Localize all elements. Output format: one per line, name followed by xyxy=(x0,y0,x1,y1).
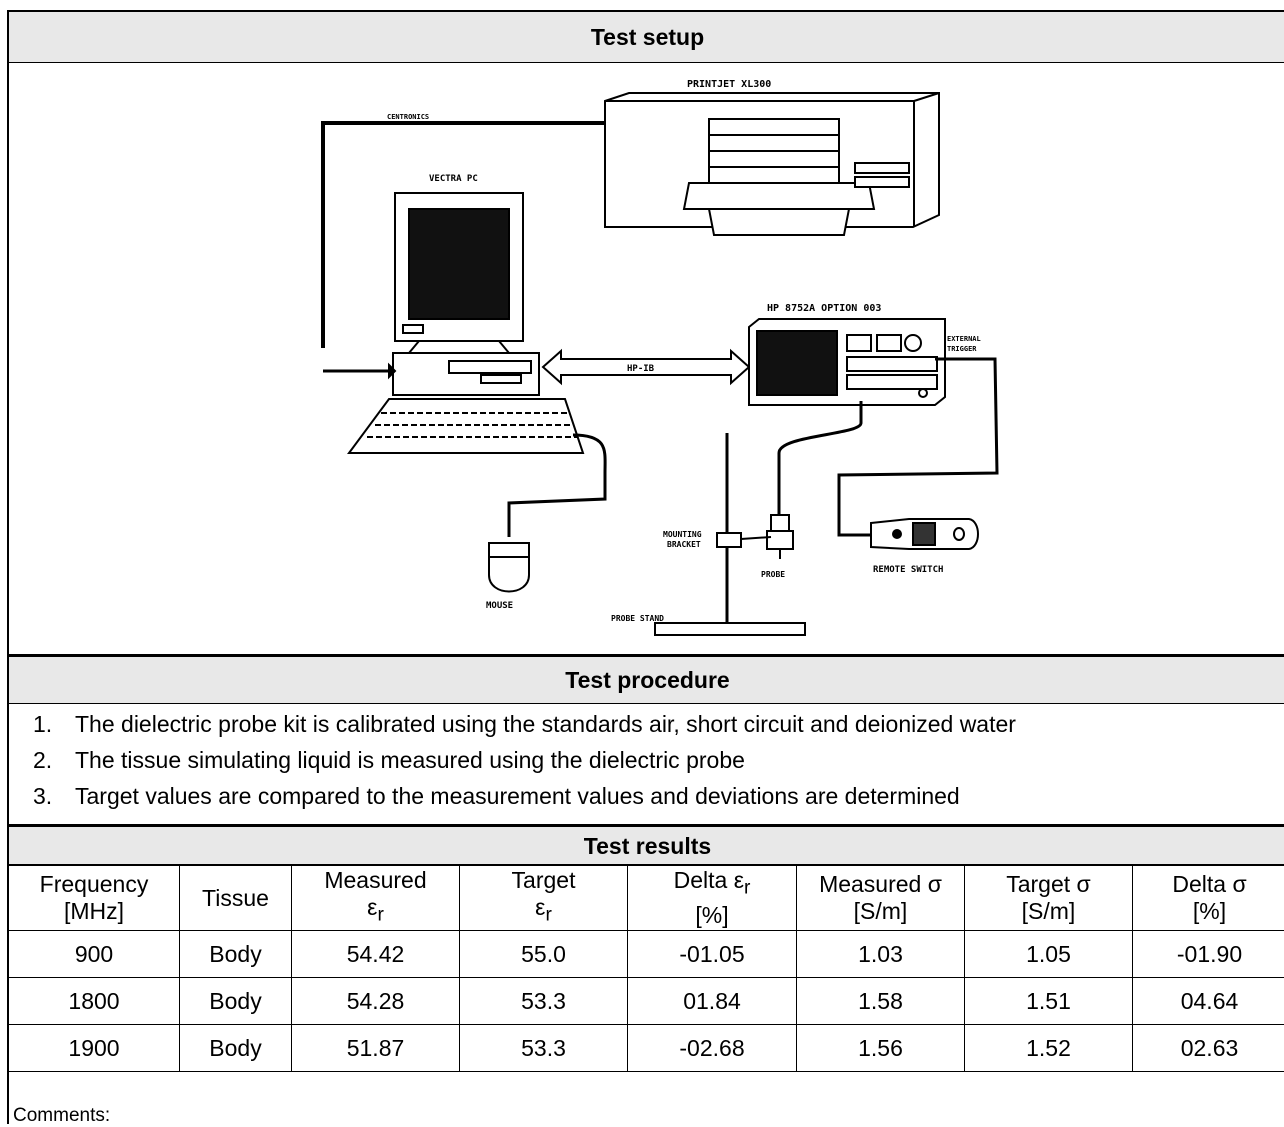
column-header-tissue: Tissue xyxy=(180,866,292,931)
test-setup-header: Test setup xyxy=(9,12,1284,63)
table-cell: 1.52 xyxy=(965,1025,1133,1072)
table-row: 900 Body 54.42 55.0 -01.05 1.03 1.05 -01… xyxy=(9,931,1284,978)
printer-label: PRINTJET XL300 xyxy=(687,79,771,90)
centronics-label: CENTRONICS xyxy=(387,113,429,121)
table-cell: 04.64 xyxy=(1133,978,1284,1025)
step-text: The dielectric probe kit is calibrated u… xyxy=(75,711,1016,737)
table-cell: 1.03 xyxy=(797,931,965,978)
probe-stand-label: PROBE STAND xyxy=(611,614,664,623)
table-cell: 01.84 xyxy=(628,978,797,1025)
remote-switch-icon xyxy=(871,519,978,549)
table-cell: Body xyxy=(180,931,292,978)
monitor-icon xyxy=(395,193,523,353)
step-text: The tissue simulating liquid is measured… xyxy=(75,747,745,773)
table-row: 1800 Body 54.28 53.3 01.84 1.58 1.51 04.… xyxy=(9,978,1284,1025)
test-procedure-title: Test procedure xyxy=(565,667,729,693)
table-cell: Body xyxy=(180,1025,292,1072)
step-number: 3. xyxy=(33,778,67,814)
table-cell: 51.87 xyxy=(292,1025,460,1072)
procedure-step: 2. The tissue simulating liquid is measu… xyxy=(75,742,745,778)
table-cell: 900 xyxy=(9,931,180,978)
table-cell: -02.68 xyxy=(628,1025,797,1072)
table-cell: -01.90 xyxy=(1133,931,1284,978)
analyzer-label: HP 8752A OPTION 003 xyxy=(767,303,881,314)
probe-label: PROBE xyxy=(761,570,785,579)
table-cell: 55.0 xyxy=(460,931,628,978)
trigger-label-1: EXTERNAL xyxy=(947,335,981,343)
table-row: 1900 Body 51.87 53.3 -02.68 1.56 1.52 02… xyxy=(9,1025,1284,1072)
table-cell: 54.42 xyxy=(292,931,460,978)
printer-icon xyxy=(605,93,939,235)
mouse-label: MOUSE xyxy=(486,601,513,611)
pc-unit-icon xyxy=(323,353,539,395)
table-cell: 02.63 xyxy=(1133,1025,1284,1072)
test-procedure-header: Test procedure xyxy=(9,657,1284,704)
remote-switch-label: REMOTE SWITCH xyxy=(873,565,943,575)
test-setup-title: Test setup xyxy=(591,24,704,50)
column-header-measured-sigma: Measured σ[S/m] xyxy=(797,866,965,931)
trigger-label-2: TRIGGER xyxy=(947,345,977,353)
column-header-delta-sigma: Delta σ[%] xyxy=(1133,866,1284,931)
procedure-step: 3. Target values are compared to the mea… xyxy=(75,778,960,814)
pc-label: VECTRA PC xyxy=(429,174,478,184)
test-results-title: Test results xyxy=(584,833,711,859)
procedure-step: 1. The dielectric probe kit is calibrate… xyxy=(75,706,1016,742)
procedure-steps: 1. The dielectric probe kit is calibrate… xyxy=(9,706,1284,822)
probe-cable xyxy=(779,401,861,515)
column-header-frequency: Frequency[MHz] xyxy=(9,866,180,931)
table-cell: 1.58 xyxy=(797,978,965,1025)
step-text: Target values are compared to the measur… xyxy=(75,783,960,809)
test-setup-diagram: CENTRONICS PRINTJET XL300 VECTRA PC xyxy=(9,63,1284,654)
table-cell: -01.05 xyxy=(628,931,797,978)
table-cell: 1800 xyxy=(9,978,180,1025)
keyboard-icon xyxy=(349,399,583,453)
mouse-icon xyxy=(489,435,605,592)
test-sheet: Test setup CENTRONICS PRINTJET XL300 xyxy=(7,10,1284,1124)
table-cell: 1.51 xyxy=(965,978,1133,1025)
bracket-label-1: MOUNTING xyxy=(663,530,702,539)
bracket-label-2: BRACKET xyxy=(667,540,701,549)
step-number: 2. xyxy=(33,742,67,778)
table-cell: 1.05 xyxy=(965,931,1133,978)
hp-ib-label: HP-IB xyxy=(627,364,655,374)
table-cell: 1900 xyxy=(9,1025,180,1072)
step-number: 1. xyxy=(33,706,67,742)
column-header-target-sigma: Target σ[S/m] xyxy=(965,866,1133,931)
table-cell: 53.3 xyxy=(460,978,628,1025)
table-cell: 1.56 xyxy=(797,1025,965,1072)
network-analyzer-icon xyxy=(749,319,945,405)
test-results-header: Test results xyxy=(9,827,1284,865)
table-cell: 53.3 xyxy=(460,1025,628,1072)
column-header-delta-eps: Delta εr[%] xyxy=(628,866,797,931)
table-cell: 54.28 xyxy=(292,978,460,1025)
table-cell: Body xyxy=(180,978,292,1025)
